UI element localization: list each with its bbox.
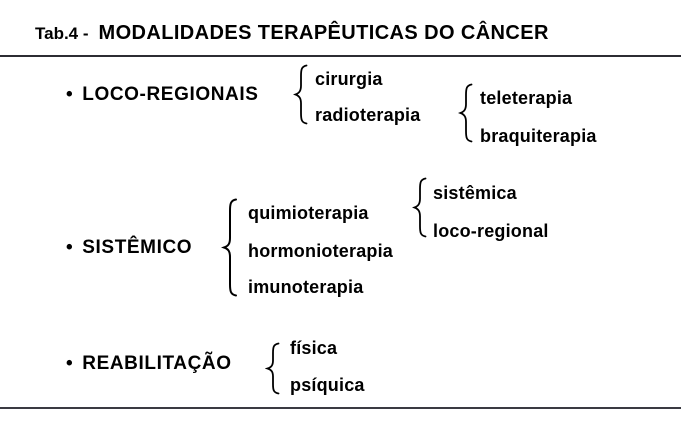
bottom-divider [0,407,681,409]
item-radioterapia: radioterapia [315,105,421,125]
item-loco-regional: loco-regional [433,221,549,241]
brace-icon [458,83,474,143]
figure-number-label: Tab.4 - [35,24,89,43]
section-label-reabilitacao: • REABILITAÇÃO [66,352,232,376]
bullet-icon: • [66,237,74,258]
section-label-sistemico: • SISTÊMICO [66,236,192,260]
item-braquiterapia: braquiterapia [480,126,597,146]
section-label-text: REABILITAÇÃO [82,353,232,374]
item-cirurgia: cirurgia [315,69,383,89]
brace-icon [412,177,428,238]
item-psiquica: psíquica [290,375,365,395]
figure-title: Tab.4 - MODALIDADES TERAPÊUTICAS DO CÂNC… [35,22,549,45]
bullet-icon: • [66,353,74,374]
brace-icon [265,342,281,395]
item-sistemica: sistêmica [433,183,517,203]
item-hormonioterapia: hormonioterapia [248,241,394,261]
item-fisica: física [290,338,338,358]
item-imunoterapia: imunoterapia [248,277,364,297]
section-label-loco-regionais: • LOCO-REGIONAIS [66,83,259,107]
top-divider [0,55,681,57]
brace-icon [221,198,239,297]
section-label-text: SISTÊMICO [82,237,193,258]
brace-icon [293,64,309,125]
item-teleterapia: teleterapia [480,88,573,108]
item-quimioterapia: quimioterapia [248,203,369,223]
section-label-text: LOCO-REGIONAIS [82,84,259,105]
bullet-icon: • [66,84,74,105]
figure-heading: MODALIDADES TERAPÊUTICAS DO CÂNCER [98,22,549,44]
